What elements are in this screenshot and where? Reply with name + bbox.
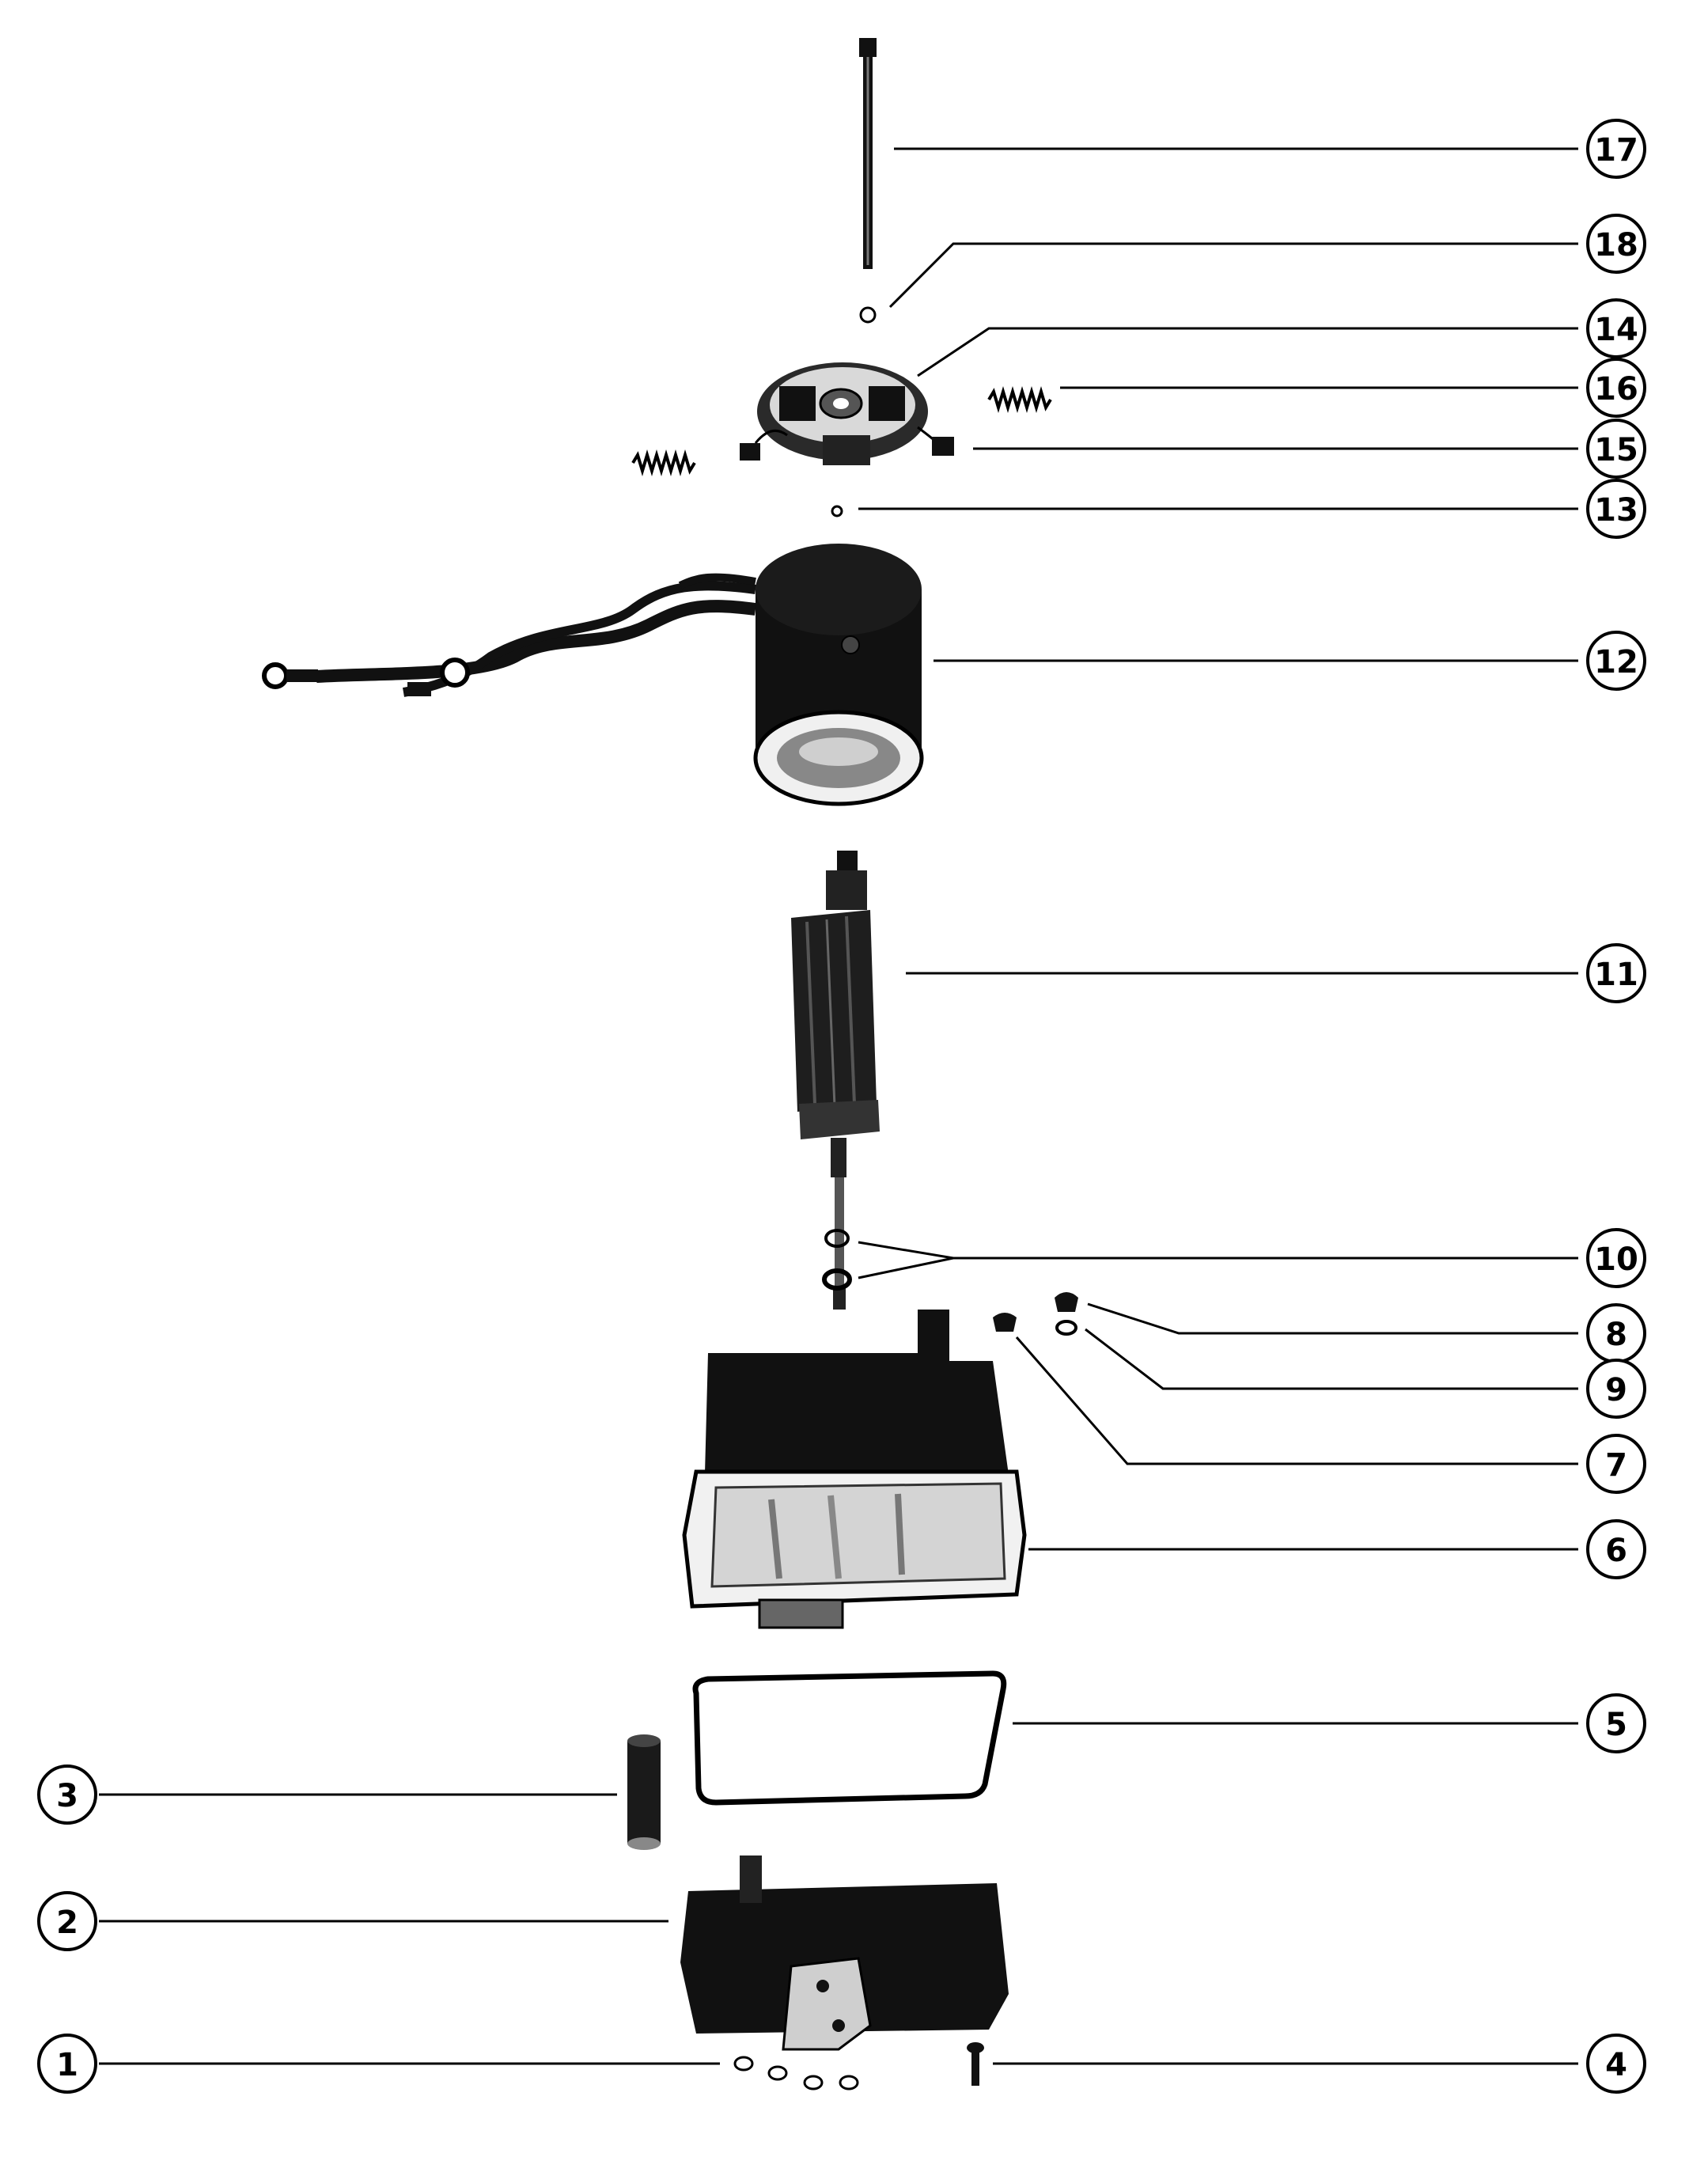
callout-4: 4	[1586, 2034, 1646, 2094]
svg-text:13: 13	[1594, 492, 1638, 529]
tiny-washer-part	[831, 505, 843, 517]
through-bolt-part	[859, 38, 877, 269]
washer-a-part	[824, 1229, 850, 1248]
plug-8-part	[1055, 1292, 1078, 1312]
washer-9-part	[1055, 1320, 1077, 1336]
gasket-part	[692, 1670, 1007, 1806]
callout-16: 16	[1586, 358, 1646, 418]
screw-part	[967, 2042, 984, 2086]
callout-5: 5	[1586, 1693, 1646, 1753]
plug-7-part	[993, 1313, 1017, 1332]
callout-1: 1	[37, 2034, 97, 2094]
leader-lines	[99, 147, 1578, 2065]
callout-11: 11	[1586, 943, 1646, 1003]
svg-text:16: 16	[1594, 371, 1638, 407]
brush-spring-left-part	[631, 449, 696, 476]
svg-text:11: 11	[1594, 957, 1638, 993]
callout-8: 8	[1586, 1303, 1646, 1363]
svg-text:10: 10	[1594, 1241, 1638, 1278]
svg-text:7: 7	[1605, 1447, 1627, 1484]
callout-13: 13	[1586, 479, 1646, 539]
callout-10: 10	[1586, 1228, 1646, 1288]
motor-frame-part	[262, 544, 924, 806]
svg-text:3: 3	[56, 1778, 78, 1814]
brush-plate-part	[740, 362, 954, 465]
svg-text:5: 5	[1605, 1707, 1627, 1743]
svg-text:2: 2	[56, 1905, 78, 1941]
svg-text:8: 8	[1605, 1317, 1627, 1353]
svg-text:4: 4	[1605, 2047, 1627, 2083]
svg-text:15: 15	[1594, 432, 1638, 468]
svg-text:9: 9	[1605, 1372, 1627, 1408]
washer-b-part	[822, 1268, 852, 1291]
callout-9: 9	[1586, 1359, 1646, 1419]
svg-text:18: 18	[1594, 227, 1638, 263]
callout-6: 6	[1586, 1519, 1646, 1579]
callout-3: 3	[37, 1765, 97, 1825]
svg-text:12: 12	[1594, 644, 1638, 680]
callout-7: 7	[1586, 1434, 1646, 1494]
svg-text:1: 1	[56, 2047, 78, 2083]
svg-text:14: 14	[1594, 312, 1638, 348]
housing-part	[682, 1310, 1027, 1629]
callout-17: 17	[1586, 119, 1646, 179]
callout-12: 12	[1586, 631, 1646, 691]
brush-spring-right-part	[987, 386, 1052, 413]
sleeve-part	[627, 1734, 661, 1850]
callout-2: 2	[37, 1891, 97, 1951]
svg-text:6: 6	[1605, 1533, 1627, 1569]
callout-18: 18	[1586, 214, 1646, 274]
callout-14: 14	[1586, 298, 1646, 358]
armature-part	[791, 851, 880, 1310]
small-washer-part	[859, 306, 877, 324]
callout-15: 15	[1586, 419, 1646, 479]
small-o-rings-part	[733, 2056, 859, 2091]
end-cover-part	[680, 1855, 1009, 2051]
svg-text:17: 17	[1594, 132, 1638, 169]
